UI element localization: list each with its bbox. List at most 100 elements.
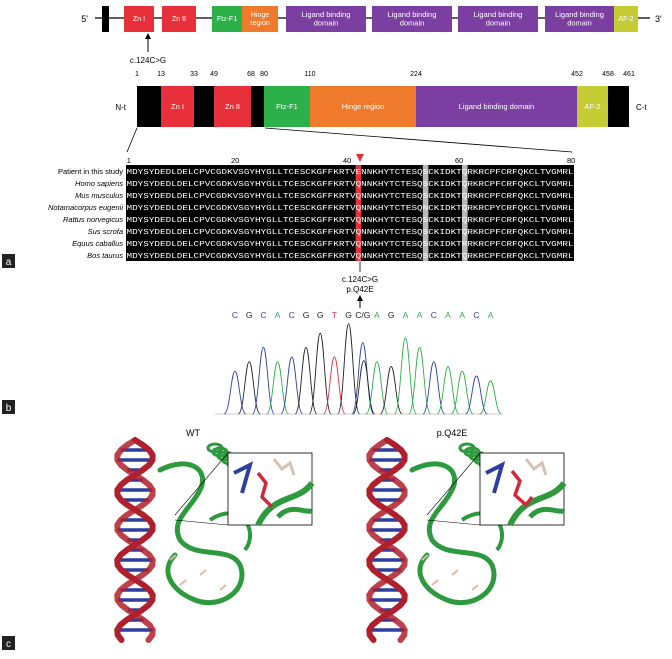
zoom-connector: [174, 519, 229, 526]
base-call: G: [345, 310, 352, 320]
species-sequence: MDYSYDEDLDELCPVCGDKVSGYHYGLLTCESCKGFFKRT…: [127, 205, 575, 213]
trace-peak: [266, 361, 290, 415]
protein-position-label: 458: [602, 71, 614, 78]
species-sequence: MDYSYDEDLDELCPVCGDKVSGYHYGLLTCESCKGFFKRT…: [127, 181, 575, 189]
species-name: Rattus norvegicus: [63, 215, 123, 224]
base-call: C: [260, 310, 266, 320]
wt-structure-title: WT: [186, 428, 200, 438]
exon-3-label: Zn II: [172, 16, 186, 23]
exon-2-label: Zn I: [133, 16, 145, 23]
zoom-connector: [426, 519, 481, 526]
inset-protein-ribbon: [507, 481, 567, 527]
protein-position-label: 461: [623, 71, 635, 78]
inset-residue-42: [256, 471, 274, 509]
alignment-variable-column: [422, 165, 429, 261]
protein-position-label: 452: [571, 71, 583, 78]
species-name: Mus musculus: [75, 191, 123, 200]
c-terminus-label: C-t: [636, 103, 647, 112]
trace-peak: [450, 370, 474, 415]
protein-domain-9: [577, 86, 608, 127]
species-sequence: MDYSYDEDLDELCPVCGDKVSGYHYGLLTCESCKGFFKRT…: [127, 169, 575, 177]
wt-structure: [114, 437, 315, 643]
species-name: Notamacorpus eugenii: [48, 203, 123, 212]
zoom-line-left: [126, 127, 138, 153]
species-sequence: MDYSYDEDLDELCPVCGDKVSGYHYGLLTCESCKGFFKRT…: [127, 229, 575, 237]
base-call: G: [388, 310, 395, 320]
trace-peak: [223, 370, 247, 415]
trace-peak: [280, 356, 304, 415]
side-chain: [421, 554, 429, 561]
exon-7: [372, 6, 452, 32]
mutation-arrow-head: [145, 33, 151, 39]
exon-3: [162, 6, 196, 32]
protein-domain-4-label: Zn II: [225, 102, 240, 111]
protein-domain-9-label: AF-2: [584, 102, 600, 111]
variant-cdna-label: c.124C>G: [342, 275, 378, 284]
protein-domain-5: [251, 86, 264, 127]
protein-position-label: 224: [410, 71, 422, 78]
inset-side-chain: [272, 458, 296, 476]
side-chain: [431, 579, 439, 586]
protein-domain-8-label: Ligand binding domain: [459, 102, 534, 111]
species-sequence: MDYSYDEDLDELCPVCGDKVSGYHYGLLTCESCKGFFKRT…: [127, 193, 575, 201]
species-sequence: MDYSYDEDLDELCPVCGDKVSGYHYGLLTCESCKGFFKRT…: [127, 241, 575, 249]
species-name: Equus caballus: [72, 239, 123, 248]
trace-peak: [393, 337, 417, 415]
alignment-mutation-column: [355, 165, 362, 261]
alignment-variable-column: [462, 165, 468, 261]
protein-domain-2: [161, 86, 194, 127]
protein-domain-6: [264, 86, 310, 127]
species-name: Homo sapiens: [75, 179, 123, 188]
gene-mutation-label: c.124C>G: [130, 56, 166, 65]
protein-domain-8: [416, 86, 577, 127]
base-call: A: [275, 310, 281, 320]
inset-dna-base: [233, 461, 254, 494]
protein-domain-7-label: Hinge region: [342, 102, 385, 111]
inset-residue-42: [510, 469, 534, 507]
exon-9: [545, 6, 614, 32]
protein-domain-1: [137, 86, 161, 127]
three-prime-label: 3': [655, 14, 662, 24]
protein-domain-4: [214, 86, 251, 127]
trace-peak: [365, 361, 389, 415]
dna-strand: [114, 437, 156, 643]
mutant-structure: [366, 437, 567, 643]
variant-protein-label: p.Q42E: [346, 285, 373, 294]
base-call: A: [374, 310, 380, 320]
trace-peak: [422, 361, 446, 415]
protein-domain-3: [194, 86, 214, 127]
trace-peak-secondary: [352, 360, 376, 415]
exon-8: [458, 6, 538, 32]
side-chain: [179, 579, 187, 586]
exon-6: [286, 6, 366, 32]
species-sequence: MDYSYDEDLDELCPVCGDKVSGYHYGLLTCESCKGFFKRT…: [127, 217, 575, 225]
protein-position-label: 110: [304, 71, 315, 78]
exon-2: [124, 6, 154, 32]
base-call: A: [417, 310, 423, 320]
trace-peak: [251, 347, 275, 415]
base-call: A: [459, 310, 465, 320]
zoom-inset-box: [227, 452, 313, 526]
mutant-structure-title: p.Q42E: [437, 428, 468, 438]
base-call: C: [232, 310, 238, 320]
n-terminus-label: N-t: [115, 103, 126, 112]
side-chain: [451, 569, 459, 576]
protein-domain-7: [310, 86, 416, 127]
zoom-connector: [426, 452, 481, 516]
protein-dna-structures: WT p.Q42E: [114, 428, 567, 643]
inset-protein-ribbon: [255, 481, 315, 527]
protein-domain-10: [608, 86, 629, 127]
inset-dna-base: [485, 461, 506, 494]
side-chain: [471, 584, 479, 591]
base-call: G: [246, 310, 253, 320]
protein-ribbon: [409, 461, 497, 606]
side-chain: [219, 584, 227, 591]
